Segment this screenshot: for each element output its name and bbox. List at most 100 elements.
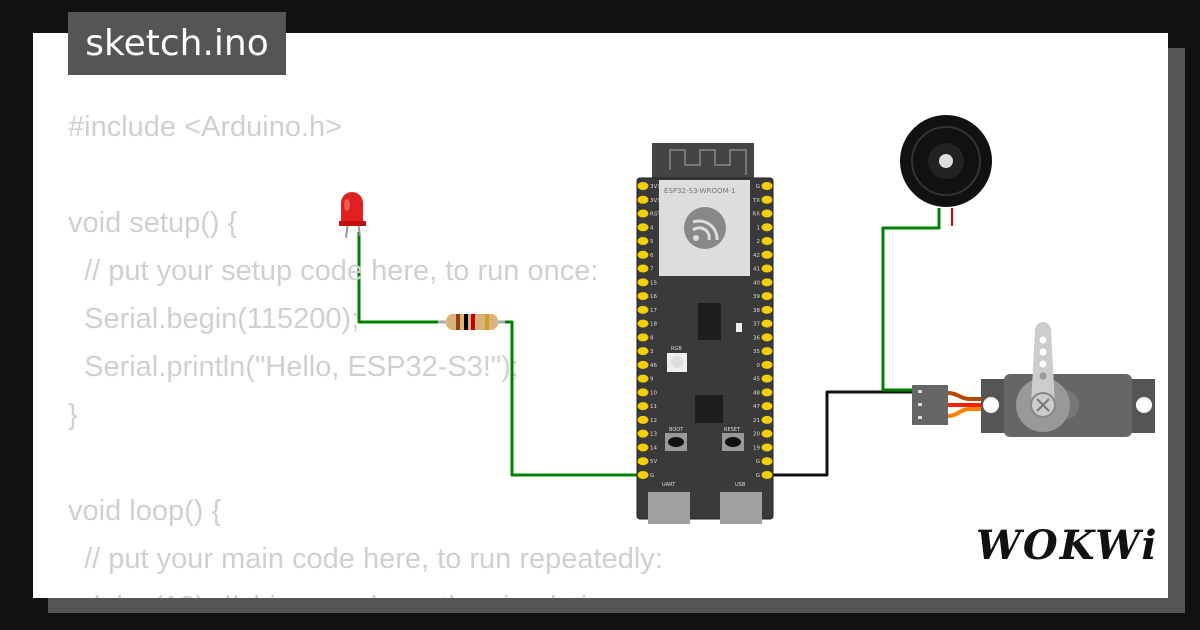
pin-label: 8 — [650, 335, 654, 341]
pin-left[interactable] — [637, 195, 649, 204]
pin-right[interactable] — [761, 319, 773, 328]
pin-label: 39 — [753, 294, 760, 300]
pin-left[interactable] — [637, 360, 649, 369]
pin-left[interactable] — [637, 278, 649, 287]
wire-gnd-servo[interactable] — [767, 390, 916, 477]
pin-right[interactable] — [761, 457, 773, 466]
pin-left[interactable] — [637, 443, 649, 452]
pin-label: 45 — [753, 377, 760, 383]
pin-left[interactable] — [637, 292, 649, 301]
code-line — [68, 439, 663, 487]
code-line: } — [68, 399, 78, 431]
code-line: #include <Arduino.h> — [68, 111, 343, 143]
reset-label: RESET — [724, 427, 741, 433]
pin-label: 9 — [650, 377, 654, 383]
pin-right[interactable] — [761, 374, 773, 383]
file-title: sketch.ino — [68, 12, 286, 75]
reset-button[interactable] — [725, 437, 741, 447]
pin-left[interactable] — [637, 319, 649, 328]
pin-label: RX — [752, 212, 760, 218]
pin-right[interactable] — [761, 347, 773, 356]
pin-left[interactable] — [637, 402, 649, 411]
code-line: void setup() { — [68, 207, 238, 239]
uart-label: UART — [662, 482, 676, 488]
wokwi-logo: WOKWi — [976, 522, 1159, 569]
pin-label: 3V3 — [650, 198, 661, 204]
pin-right[interactable] — [761, 388, 773, 397]
pin-left[interactable] — [637, 264, 649, 273]
pin-label: 36 — [753, 335, 760, 341]
esp32-s3-board[interactable]: ESP32-S3-WROOM-1 RGB BOOT RESET UART USB… — [636, 143, 774, 524]
pin-label: 5 — [650, 239, 654, 245]
pin-label: G — [650, 473, 654, 479]
pin-left[interactable] — [637, 237, 649, 246]
pin-label: RST — [650, 212, 661, 218]
pin-left[interactable] — [637, 333, 649, 342]
pin-label: 40 — [753, 280, 760, 286]
pin-right[interactable] — [761, 223, 773, 232]
usb-label: USB — [735, 482, 746, 488]
pin-label: 20 — [753, 432, 760, 438]
pin-left[interactable] — [637, 209, 649, 218]
pin-right[interactable] — [761, 182, 773, 190]
pin-left[interactable] — [637, 457, 649, 466]
pin-right[interactable] — [761, 278, 773, 287]
code-line — [68, 151, 663, 199]
pin-left[interactable] — [637, 470, 649, 479]
pin-left[interactable] — [637, 305, 649, 314]
resistor[interactable] — [438, 314, 505, 330]
pin-left[interactable] — [637, 223, 649, 232]
pin-label: 48 — [753, 390, 760, 396]
uart-port — [648, 492, 690, 524]
pin-right[interactable] — [761, 264, 773, 273]
usb-port — [720, 492, 762, 524]
pin-left[interactable] — [637, 388, 649, 397]
pin-right[interactable] — [761, 209, 773, 218]
pin-right[interactable] — [761, 443, 773, 452]
espressif-icon — [684, 207, 726, 249]
pin-label: 21 — [753, 418, 760, 424]
pin-right[interactable] — [761, 250, 773, 259]
pin-label: 16 — [650, 294, 657, 300]
pin-right[interactable] — [761, 292, 773, 301]
pin-label: G — [756, 473, 760, 479]
servo[interactable] — [912, 322, 1155, 437]
wire-led[interactable] — [357, 232, 448, 324]
boot-button[interactable] — [668, 437, 684, 447]
pin-right[interactable] — [761, 470, 773, 479]
pin-right[interactable] — [761, 305, 773, 314]
code-line: void loop() { — [68, 495, 222, 527]
wire-buzzer[interactable] — [881, 208, 941, 392]
pin-left[interactable] — [637, 374, 649, 383]
pin-left[interactable] — [637, 415, 649, 424]
pin-label: 3V3 — [650, 184, 661, 190]
pin-label: 3 — [650, 349, 654, 355]
buzzer[interactable] — [900, 115, 992, 207]
pin-label: 35 — [753, 349, 760, 355]
pin-left[interactable] — [637, 250, 649, 259]
pin-left[interactable] — [637, 429, 649, 438]
pin-label: 42 — [753, 253, 760, 259]
pin-label: 13 — [650, 432, 657, 438]
code-line: // put your main code here, to run repea… — [68, 543, 663, 575]
pin-label: 46 — [650, 363, 657, 369]
pin-right[interactable] — [761, 415, 773, 424]
pin-label: 15 — [650, 280, 657, 286]
pin-label: 10 — [650, 390, 657, 396]
pin-right[interactable] — [761, 429, 773, 438]
boot-label: BOOT — [669, 427, 684, 433]
pin-label: TX — [752, 198, 760, 204]
pin-label: G — [756, 459, 760, 465]
pin-right[interactable] — [761, 237, 773, 246]
pin-label: 47 — [753, 404, 760, 410]
code-line: delay(10); // this speeds up the simulat… — [68, 583, 663, 598]
pin-left[interactable] — [637, 347, 649, 356]
pin-label: 17 — [650, 308, 657, 314]
pin-right[interactable] — [761, 402, 773, 411]
led-red[interactable] — [339, 192, 366, 239]
pin-right[interactable] — [761, 195, 773, 204]
pin-right[interactable] — [761, 333, 773, 342]
pin-left[interactable] — [637, 182, 649, 190]
pin-right[interactable] — [761, 360, 773, 369]
